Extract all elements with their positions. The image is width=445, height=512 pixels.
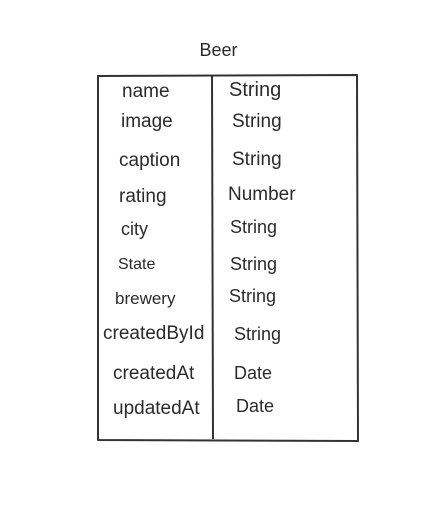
field-name: rating <box>119 186 167 207</box>
entity-title: Beer <box>199 40 238 60</box>
entity-box-outline <box>97 74 359 442</box>
field-type: String <box>232 111 282 132</box>
field-type: String <box>234 324 282 344</box>
field-type: Date <box>236 396 275 416</box>
field-type: String <box>229 286 277 306</box>
field-type: String <box>230 217 278 237</box>
field-type: String <box>229 79 282 101</box>
field-type: String <box>232 149 282 170</box>
field-type: String <box>230 254 278 274</box>
column-divider <box>211 74 214 440</box>
field-type: Date <box>234 363 273 383</box>
field-name: brewery <box>115 289 176 308</box>
field-name: name <box>122 81 170 102</box>
field-name: createdById <box>103 323 205 344</box>
field-name: caption <box>119 150 181 171</box>
field-name: image <box>121 111 173 132</box>
field-name: updatedAt <box>113 398 200 419</box>
field-name: createdAt <box>113 363 195 384</box>
field-name: State <box>118 256 156 273</box>
field-type: Number <box>228 184 296 205</box>
field-name: city <box>121 219 148 239</box>
